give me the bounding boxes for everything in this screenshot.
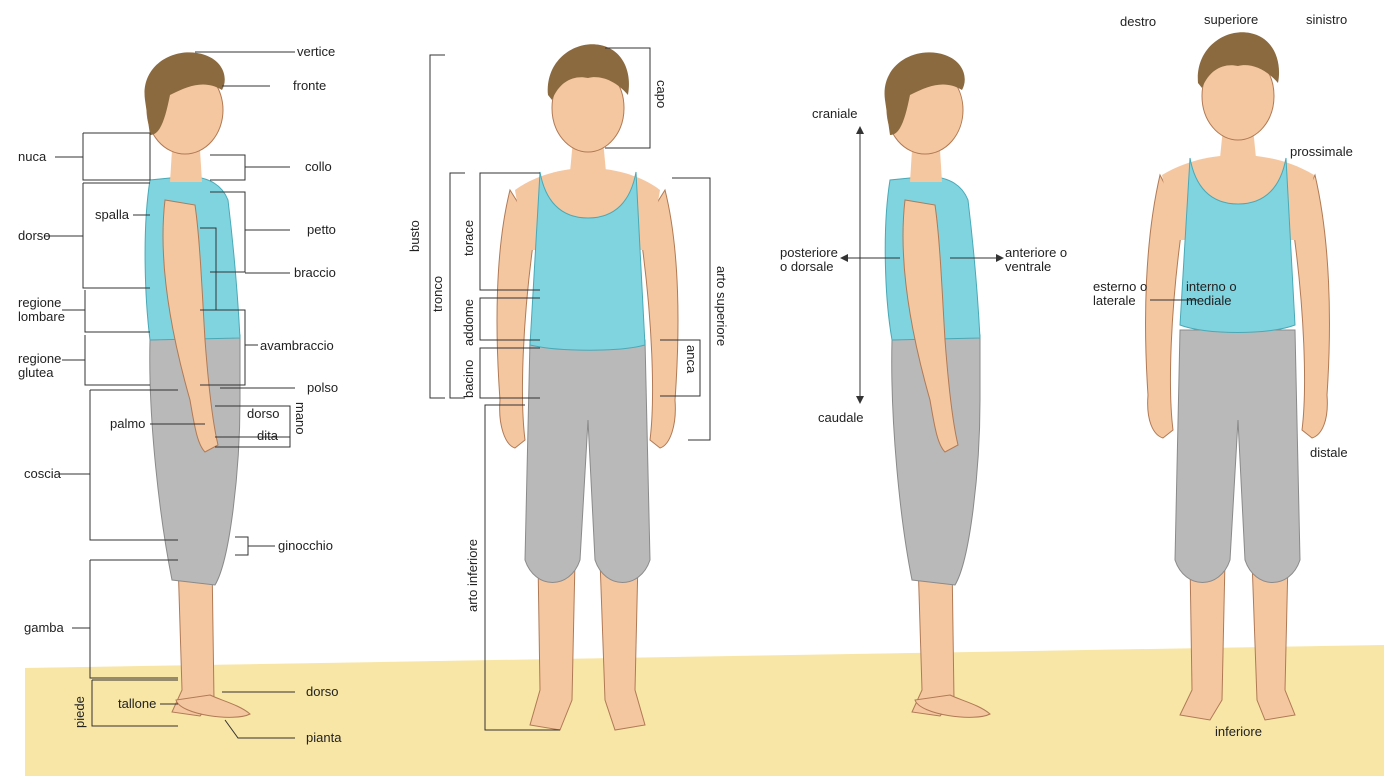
label-regione-glutea: regione glutea	[18, 352, 73, 380]
label-bacino: bacino	[462, 360, 476, 398]
label-torace: torace	[462, 220, 476, 256]
label-caudale: caudale	[818, 411, 864, 425]
figure-front-right	[1146, 32, 1330, 720]
label-arto-inferiore: arto inferiore	[466, 539, 480, 612]
label-interno: interno o mediale	[1186, 280, 1256, 308]
label-dita: dita	[257, 429, 278, 443]
label-braccio: braccio	[294, 266, 336, 280]
label-anteriore: anteriore o ventrale	[1005, 246, 1075, 274]
label-mano: mano	[293, 402, 307, 435]
label-polso: polso	[307, 381, 338, 395]
label-piede: piede	[73, 696, 87, 728]
figure-front-left	[497, 44, 678, 730]
label-ginocchio: ginocchio	[278, 539, 333, 553]
label-avambraccio: avambraccio	[260, 339, 334, 353]
label-tronco: tronco	[431, 276, 445, 312]
label-pianta: pianta	[306, 731, 341, 745]
label-gamba: gamba	[24, 621, 64, 635]
label-sinistro: sinistro	[1306, 13, 1347, 27]
label-arto-superiore: arto superiore	[714, 266, 728, 346]
label-busto: busto	[408, 220, 422, 252]
label-inferiore: inferiore	[1215, 725, 1262, 739]
label-dorso: dorso	[18, 229, 51, 243]
label-regione-lombare: regione lombare	[18, 296, 78, 324]
label-spalla: spalla	[95, 208, 129, 222]
label-addome: addome	[462, 299, 476, 346]
label-coscia: coscia	[24, 467, 61, 481]
label-tallone: tallone	[118, 697, 156, 711]
label-piede-dorso: dorso	[306, 685, 339, 699]
label-superiore: superiore	[1204, 13, 1258, 27]
label-prossimale: prossimale	[1290, 145, 1353, 159]
label-distale: distale	[1310, 446, 1348, 460]
label-destro: destro	[1120, 15, 1156, 29]
label-palmo: palmo	[110, 417, 145, 431]
label-collo: collo	[305, 160, 332, 174]
label-vertice: vertice	[297, 45, 335, 59]
label-capo: capo	[654, 80, 668, 108]
label-fronte: fronte	[293, 79, 326, 93]
label-posteriore: posteriore o dorsale	[780, 246, 842, 274]
label-craniale: craniale	[812, 107, 858, 121]
label-petto: petto	[307, 223, 336, 237]
figure-side-right	[885, 52, 990, 717]
label-esterno: esterno o laterale	[1093, 280, 1153, 308]
label-nuca: nuca	[18, 150, 46, 164]
label-mano-dorso: dorso	[247, 407, 280, 421]
label-anca: anca	[684, 345, 698, 373]
